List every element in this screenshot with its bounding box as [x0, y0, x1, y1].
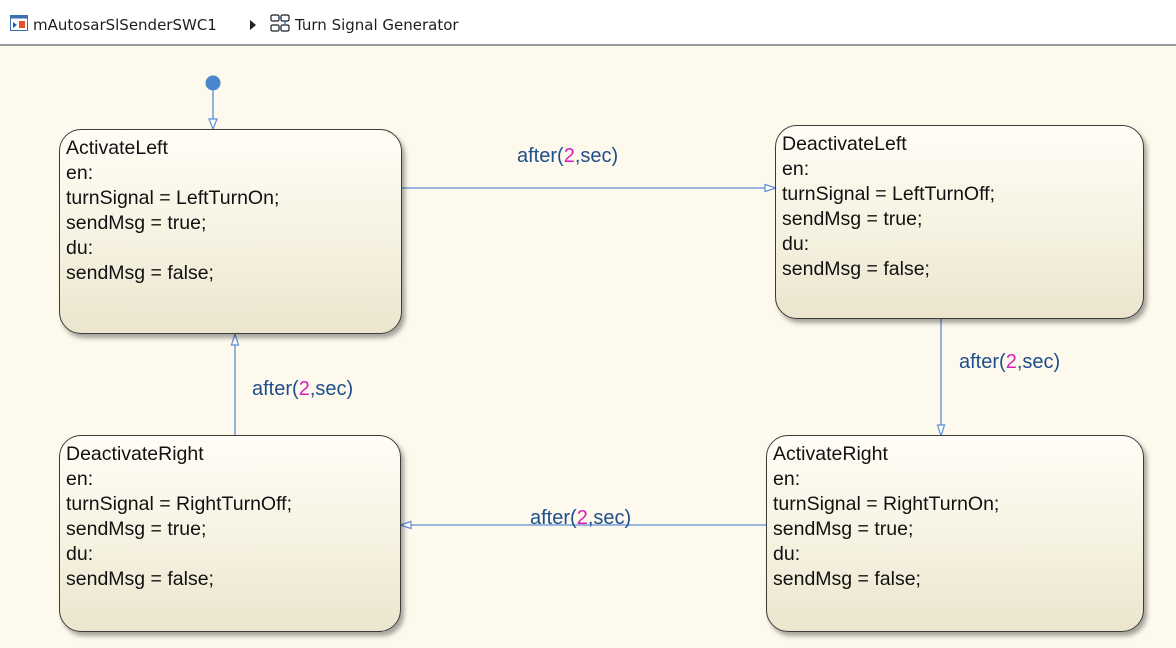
default-transition-dot[interactable]	[205, 75, 221, 91]
state-action-line: en:	[773, 468, 801, 490]
state-deactivate-right[interactable]: DeactivateRight en: turnSignal = RightTu…	[59, 435, 401, 632]
transition-label-left-to-deactivate-left[interactable]: after(2,sec)	[517, 145, 618, 168]
label-prefix: after(	[517, 145, 564, 167]
transition-label-activate-right-to-deactivate-right[interactable]: after(2,sec)	[530, 507, 631, 530]
arrowhead-up-icon	[230, 332, 240, 346]
state-action-line: du:	[66, 543, 94, 565]
label-number: 2	[563, 145, 575, 167]
state-action-line: turnSignal = RightTurnOff;	[66, 493, 292, 515]
transition-label-deactivate-right-to-activate-left[interactable]: after(2,sec)	[252, 378, 353, 401]
breadcrumb-chart-label: Turn Signal Generator	[295, 16, 459, 34]
stateflow-chart-icon	[270, 14, 290, 36]
label-prefix: after(	[252, 378, 299, 400]
state-activate-right[interactable]: ActivateRight en: turnSignal = RightTurn…	[766, 435, 1144, 632]
state-action-line: sendMsg = true;	[782, 208, 923, 230]
label-suffix: ,sec)	[309, 378, 354, 400]
state-action-line: sendMsg = false;	[782, 258, 930, 280]
state-action-line: turnSignal = RightTurnOn;	[773, 493, 1000, 515]
state-action-line: sendMsg = true;	[66, 518, 207, 540]
state-action-line: sendMsg = false;	[773, 568, 921, 590]
transition-label-deactivate-left-to-activate-right[interactable]: after(2,sec)	[959, 351, 1060, 374]
state-action-line: sendMsg = true;	[773, 518, 914, 540]
state-action-line: du:	[773, 543, 801, 565]
state-action-line: du:	[66, 237, 94, 259]
label-suffix: ,sec)	[587, 507, 632, 529]
state-action-line: en:	[782, 158, 810, 180]
default-transition-arrow-icon	[208, 118, 218, 131]
label-number: 2	[1005, 351, 1017, 373]
label-prefix: after(	[959, 351, 1006, 373]
state-deactivate-left[interactable]: DeactivateLeft en: turnSignal = LeftTurn…	[775, 125, 1144, 319]
state-action-line: du:	[782, 233, 810, 255]
state-action-line: turnSignal = LeftTurnOff;	[782, 183, 995, 205]
triangle-right-icon	[248, 15, 258, 35]
state-action-line: turnSignal = LeftTurnOn;	[66, 187, 280, 209]
breadcrumb-chart-link[interactable]: Turn Signal Generator	[270, 14, 459, 36]
breadcrumb-model-link[interactable]: mAutosarSlSenderSWC1	[10, 15, 217, 35]
arrowhead-right-icon	[764, 183, 778, 193]
simulink-model-icon	[10, 15, 28, 35]
arrowhead-down-icon	[936, 424, 946, 438]
arrowhead-left-icon	[398, 520, 412, 530]
state-action-line: en:	[66, 468, 94, 490]
label-suffix: ,sec)	[1016, 351, 1061, 373]
state-action-line: en:	[66, 162, 94, 184]
label-prefix: after(	[530, 507, 577, 529]
state-name: DeactivateRight	[66, 443, 204, 465]
state-action-line: sendMsg = false;	[66, 568, 214, 590]
label-number: 2	[298, 378, 310, 400]
label-suffix: ,sec)	[574, 145, 619, 167]
state-name: ActivateRight	[773, 443, 888, 465]
breadcrumb-model-label: mAutosarSlSenderSWC1	[33, 16, 217, 34]
state-action-line: sendMsg = true;	[66, 212, 207, 234]
state-name: ActivateLeft	[66, 137, 168, 159]
state-name: DeactivateLeft	[782, 133, 907, 155]
breadcrumb: mAutosarSlSenderSWC1 Turn Signal Generat…	[0, 0, 1176, 46]
state-activate-left[interactable]: ActivateLeft en: turnSignal = LeftTurnOn…	[59, 129, 402, 334]
label-number: 2	[576, 507, 588, 529]
state-action-line: sendMsg = false;	[66, 262, 214, 284]
